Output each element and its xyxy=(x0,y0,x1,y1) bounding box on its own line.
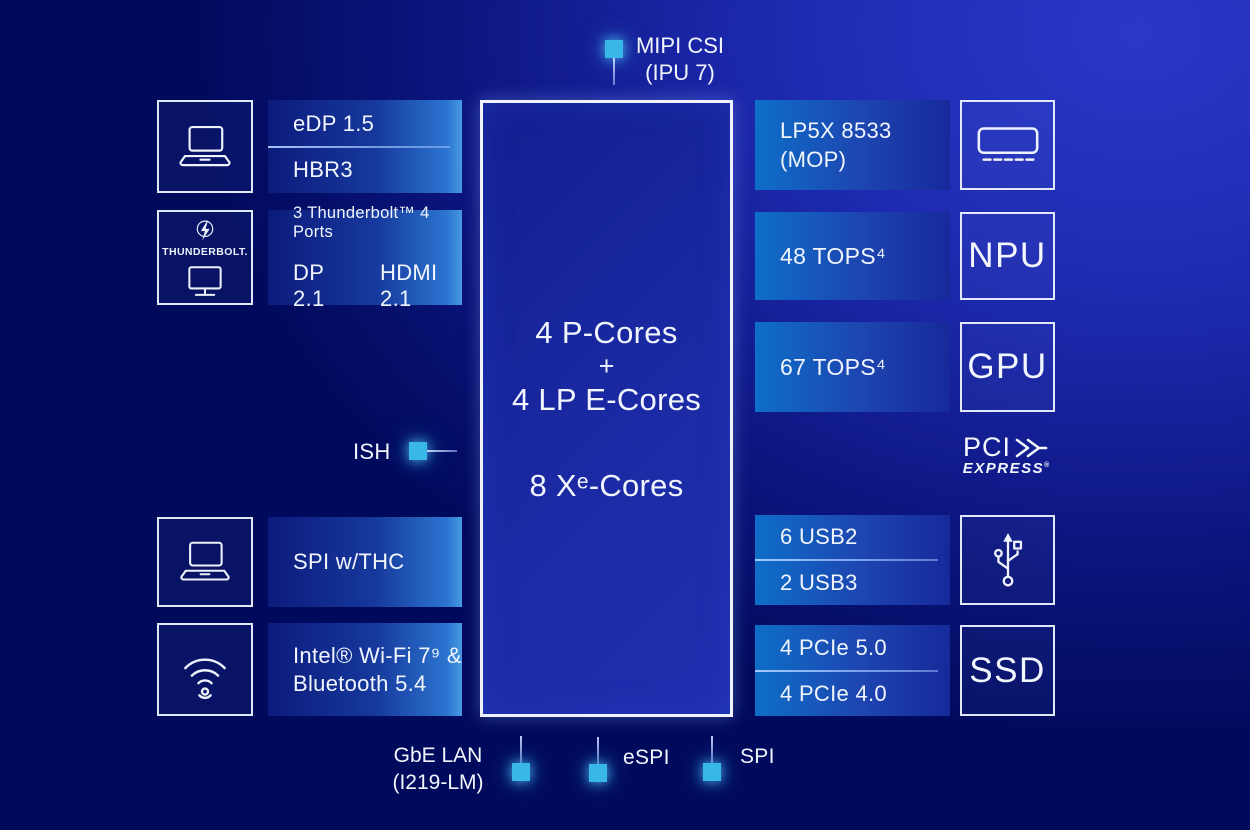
laptop-icon xyxy=(180,541,230,581)
memory-icon-box xyxy=(960,100,1055,190)
mipi-csi-label-line2: (IPU 7) xyxy=(645,60,715,85)
lp-e-cores-label: 4 LP E-Cores xyxy=(511,381,702,417)
gpu-label: GPU xyxy=(967,347,1048,386)
ish-connector-line xyxy=(427,450,457,452)
npu-box: NPU xyxy=(960,212,1055,300)
npu-label: NPU xyxy=(968,236,1047,275)
display-icon-box xyxy=(157,100,253,193)
thunderbolt-logo-icon xyxy=(196,220,214,241)
spi-thc-block: SPI w/THC xyxy=(268,517,462,607)
express-word: EXPRESS xyxy=(962,460,1045,477)
spi-node xyxy=(703,763,721,781)
ssd-box: SSD xyxy=(960,625,1055,716)
gbe-lan-label-line1: GbE LAN xyxy=(393,744,483,767)
gpu-box: GPU xyxy=(960,322,1055,412)
usb-block: 6 USB2 2 USB3 xyxy=(755,515,950,605)
wifi-icon xyxy=(184,658,226,699)
npu-tops-block: 48 TOPS⁴ xyxy=(755,212,950,300)
thunderbolt-block: 3 Thunderbolt™ 4 Ports DP 2.1 HDMI 2.1 xyxy=(268,204,462,311)
pcie5-label: 4 PCIe 5.0 xyxy=(780,634,887,660)
monitor-icon xyxy=(188,265,222,296)
espi-label: eSPI xyxy=(623,746,670,769)
pci-express-logo: PCI EXPRESS® xyxy=(952,432,1060,477)
pcie4-label: 4 PCIe 4.0 xyxy=(780,680,887,706)
gbe-connector-line xyxy=(520,736,522,763)
gbe-lan-label-line2: (I219-LM) xyxy=(392,771,484,794)
gbe-node xyxy=(512,763,530,781)
touch-icon-box xyxy=(157,517,253,607)
thunderbolt-icon-box: THUNDERBOLT. xyxy=(157,210,253,305)
mipi-csi-label-line1: MIPI CSI xyxy=(635,33,724,58)
xe-cores-label: 8 Xᵉ-Cores xyxy=(529,467,684,503)
pci-word: PCI xyxy=(962,432,1011,462)
spi-label: SPI xyxy=(740,745,775,768)
espi-node xyxy=(589,764,607,782)
plus-sign: + xyxy=(598,350,615,381)
soc-compute-block: 4 P-Cores + 4 LP E-Cores 8 Xᵉ-Cores xyxy=(480,100,733,717)
usb-divider xyxy=(755,559,938,561)
express-registered-mark: ® xyxy=(1044,462,1050,469)
usb-icon-box xyxy=(960,515,1055,605)
gbe-lan-label: GbE LAN (I219-LM) xyxy=(378,742,498,796)
spi-thc-label: SPI w/THC xyxy=(293,549,405,574)
wifi-label-line2: Bluetooth 5.4 xyxy=(293,670,427,696)
wifi-block: Intel® Wi-Fi 7⁹ & Bluetooth 5.4 xyxy=(268,623,462,716)
usb3-label: 2 USB3 xyxy=(780,570,858,595)
laptop-icon xyxy=(179,125,231,166)
ish-label: ISH xyxy=(353,439,391,464)
hdmi-label: HDMI 2.1 xyxy=(380,259,438,311)
gpu-tops-block: 67 TOPS⁴ xyxy=(755,322,950,412)
memory-label-line1: LP5X 8533 xyxy=(780,118,892,143)
edp-block: eDP 1.5 HBR3 xyxy=(268,100,462,193)
mipi-csi-connector-line xyxy=(613,58,615,85)
usb2-label: 6 USB2 xyxy=(780,524,858,549)
memory-label-line2: (MOP) xyxy=(780,147,847,172)
storage-divider xyxy=(755,669,938,672)
memory-icon xyxy=(977,127,1038,161)
pci-express-arrow-icon xyxy=(1015,438,1048,457)
dp-label: DP 2.1 xyxy=(293,259,325,311)
wifi-icon-box xyxy=(157,623,253,716)
ssd-label: SSD xyxy=(969,650,1046,690)
mipi-csi-node xyxy=(605,40,623,58)
edp-label: eDP 1.5 xyxy=(293,110,375,136)
p-cores-label: 4 P-Cores xyxy=(535,314,678,350)
thunderbolt-badge-text: THUNDERBOLT. xyxy=(162,245,248,258)
wifi-label-line1: Intel® Wi-Fi 7⁹ & xyxy=(293,642,462,668)
storage-block: 4 PCIe 5.0 4 PCIe 4.0 xyxy=(755,625,950,716)
ish-node xyxy=(409,442,427,460)
mipi-csi-label: MIPI CSI (IPU 7) xyxy=(620,32,740,86)
gpu-tops-label: 67 TOPS⁴ xyxy=(780,353,887,380)
espi-connector-line xyxy=(597,737,599,764)
npu-tops-label: 48 TOPS⁴ xyxy=(780,242,887,269)
memory-block: LP5X 8533 (MOP) xyxy=(755,100,950,190)
hbr3-label: HBR3 xyxy=(293,156,353,182)
edp-divider xyxy=(268,145,450,148)
usb-icon xyxy=(993,533,1022,587)
thunderbolt-ports-label: 3 Thunderbolt™ 4 Ports xyxy=(293,203,430,241)
spi-connector-line xyxy=(711,736,713,763)
